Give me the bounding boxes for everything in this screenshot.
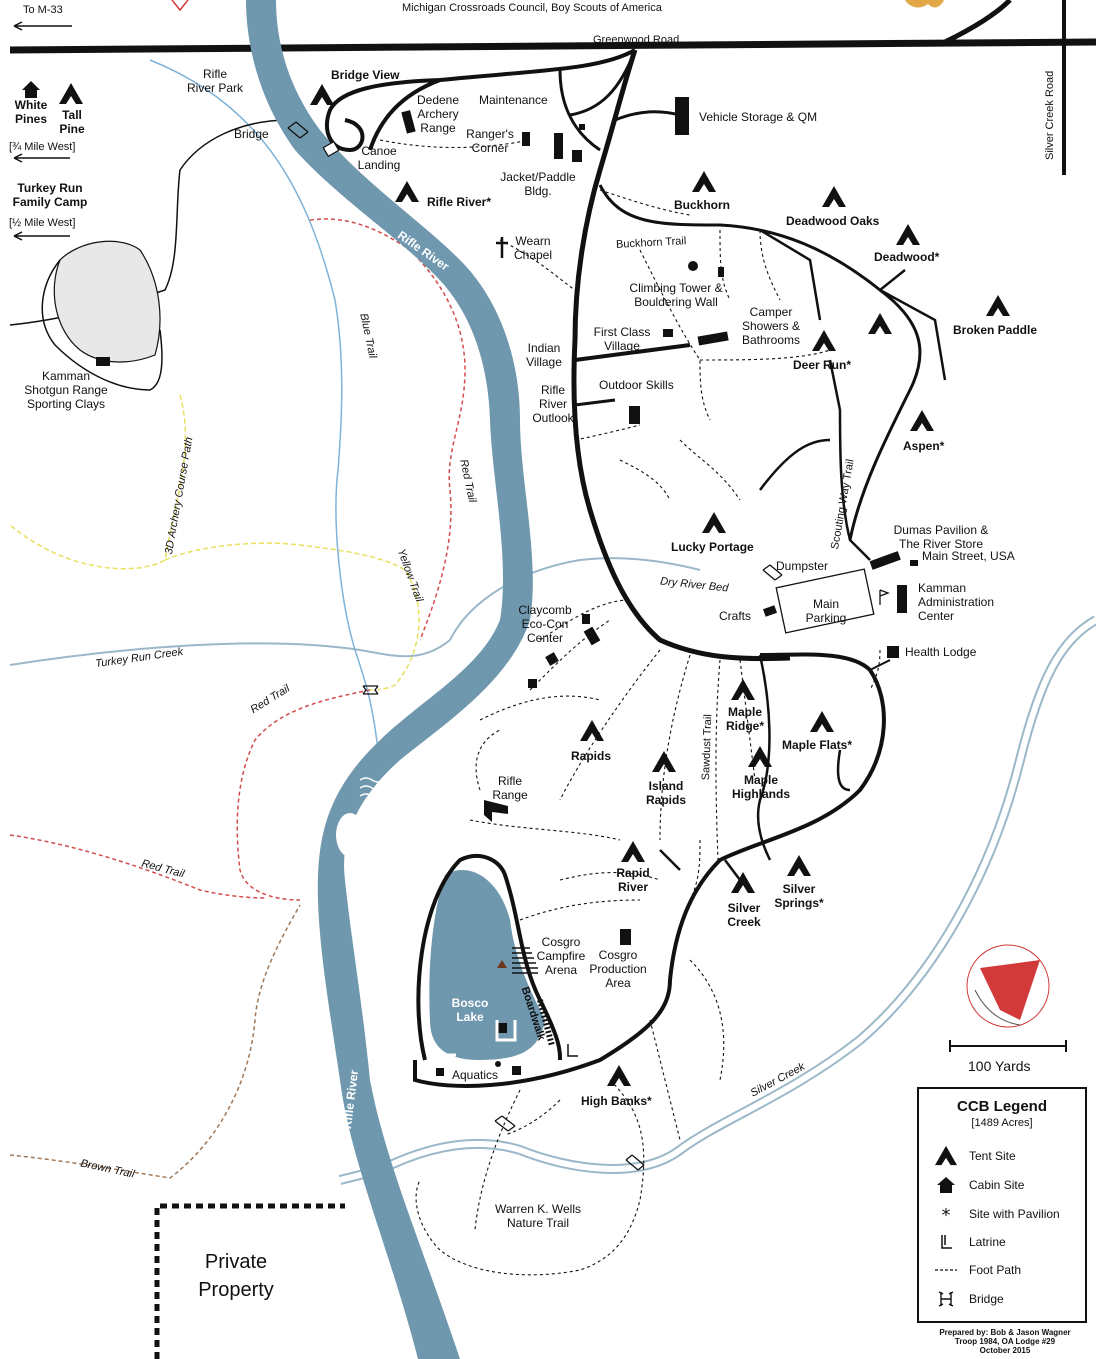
cabin-icon [22,81,40,98]
kamman-pond [53,240,161,363]
cross-icon [496,237,508,258]
yellow-trail [9,394,420,691]
legend-acres: [1489 Acres] [971,1117,1033,1129]
arrow-left-icon [13,153,70,241]
footpath-icon [935,1269,957,1271]
map-credit: Prepared by: Bob & Jason Wagner Troop 19… [939,1328,1071,1355]
red-trail-upper [309,218,466,641]
legend-label: Foot Path [969,1263,1022,1277]
legend-label: Site with Pavilion [969,1207,1060,1221]
legend-label: Latrine [969,1235,1006,1249]
butterfly-logo-icon [905,0,944,8]
legend-item-latrine: Latrine [933,1231,1006,1253]
scale-bar [949,1040,1067,1052]
order-of-the-arrow-emblem [966,944,1050,1028]
latrine-icon [941,1235,952,1249]
main-parking-lot [775,568,875,634]
cabin-icon [937,1177,955,1193]
blue-trail [149,59,379,751]
legend-item-tent: Tent Site [933,1145,1016,1167]
red-trail-lower [9,689,371,901]
legend-item-pavilion: * Site with Pavilion [933,1203,1060,1225]
bridge-icon [287,121,783,1171]
legend-item-bridge: Bridge [933,1288,1004,1310]
greenwood-road [9,38,1096,54]
legend-label: Tent Site [969,1149,1016,1163]
legend-label: Bridge [969,1292,1004,1306]
rifle-river [246,0,533,1359]
private-property-boundary [154,1203,345,1359]
tent-icon [935,1145,957,1166]
map-legend: CCB Legend [1489 Acres] Tent Site Cabin … [917,1087,1087,1323]
bridge-icon [938,1291,954,1307]
campfire-icon [497,960,507,968]
latrine-icon [567,1044,578,1057]
legend-item-footpath: Foot Path [933,1259,1021,1281]
legend-item-cabin: Cabin Site [933,1174,1024,1196]
main-camp-road [571,49,791,662]
svg-text:*: * [942,1205,951,1225]
arrow-left-icon [13,21,72,31]
bosco-lake [429,870,545,1060]
pavilion-icon: * [942,1205,951,1225]
brown-trail [9,904,301,1179]
legend-label: Cabin Site [969,1178,1025,1192]
legend-title: CCB Legend [957,1098,1047,1115]
